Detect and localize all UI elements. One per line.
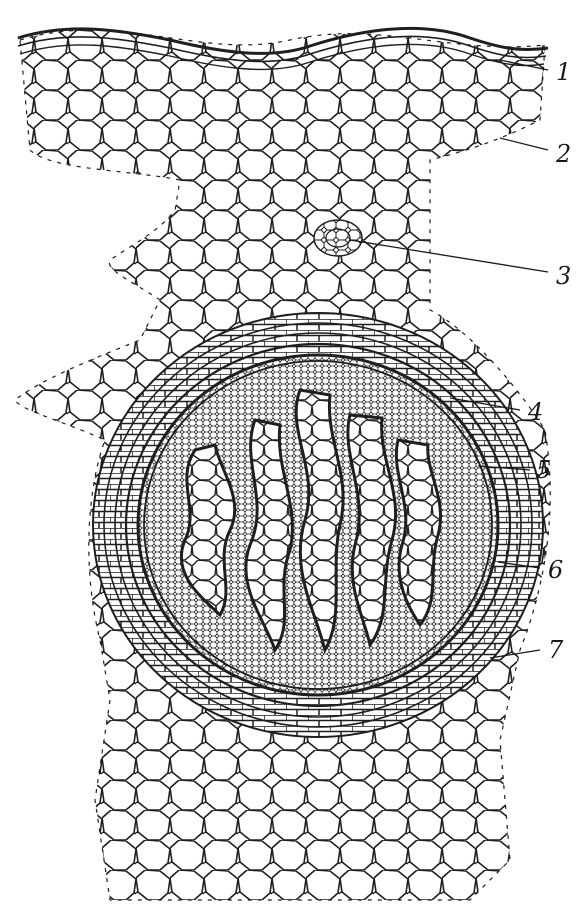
label-7: 7	[548, 636, 564, 664]
label-1: 1	[556, 58, 571, 86]
label-3: 3	[556, 262, 571, 290]
label-5: 5	[536, 456, 551, 484]
label-4: 4	[527, 398, 543, 426]
leader-line-2	[500, 138, 548, 150]
cell-cluster	[314, 220, 362, 256]
label-2: 2	[555, 140, 571, 168]
label-6: 6	[548, 556, 563, 584]
